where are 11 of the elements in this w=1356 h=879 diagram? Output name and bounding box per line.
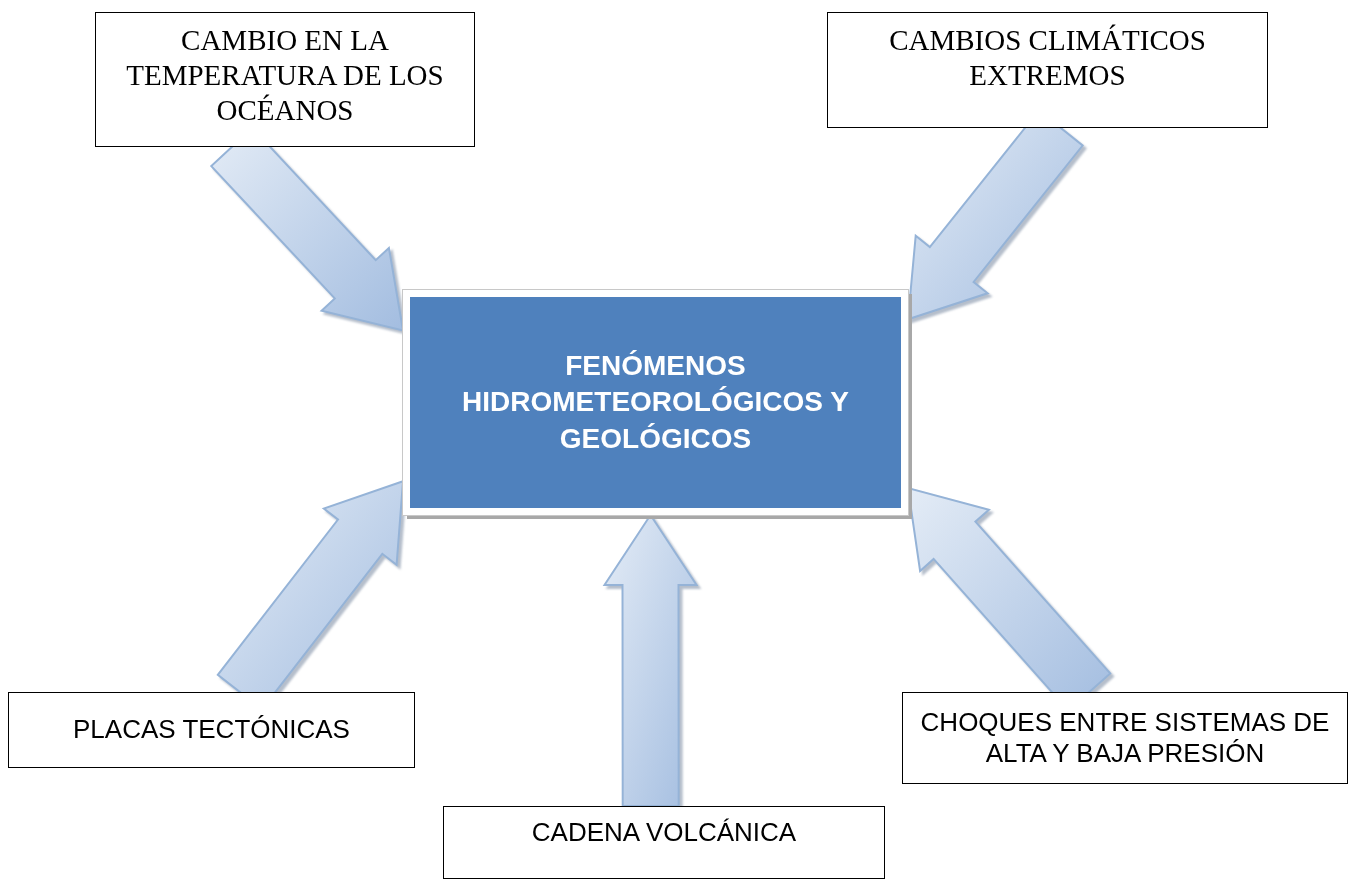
node-text: CADENA VOLCÁNICA (531, 817, 797, 849)
cause-box (827, 12, 1268, 128)
cause-box (8, 692, 415, 768)
node-text: FENÓMENOS HIDROMETEOROLÓGICOS Y GEOLÓGICOS (461, 348, 850, 456)
cause-box (443, 806, 885, 879)
node-text: PLACAS TECTÓNICAS (73, 714, 350, 746)
node-text: CAMBIOS CLIMÁTICOS EXTREMOS (888, 23, 1207, 93)
node-text: CHOQUES ENTRE SISTEMAS DE ALTA Y BAJA PRESIÓN (919, 706, 1331, 770)
node-text: CAMBIO EN LA TEMPERATURA DE LOS OCÉANOS (125, 23, 445, 128)
cause-box (95, 12, 475, 147)
cause-box (902, 692, 1348, 784)
